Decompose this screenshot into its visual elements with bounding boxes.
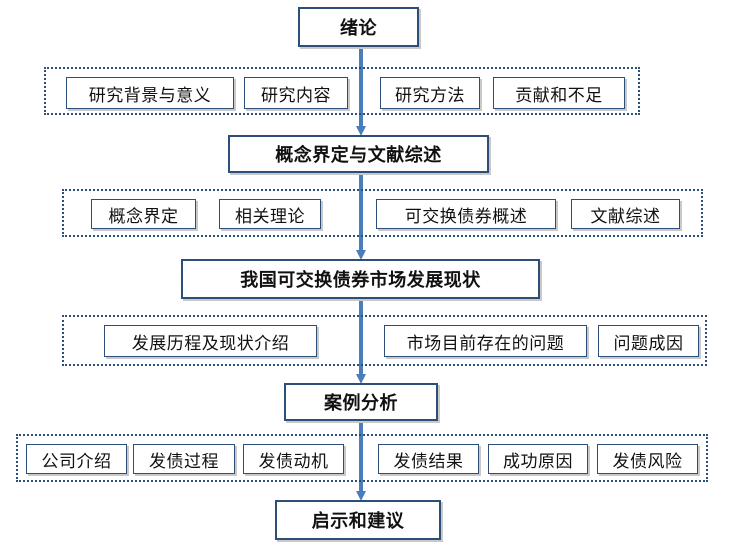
item-issuance-risks: 发债风险 [597,444,698,474]
step-concepts-literature: 概念界定与文献综述 [228,135,489,173]
item-exchangeable-bond-overview: 可交换债券概述 [376,199,556,229]
item-concept-definition: 概念界定 [91,199,196,229]
item-research-background: 研究背景与意义 [66,77,234,109]
item-issuance-process: 发债过程 [133,444,235,474]
group-1 [44,67,640,115]
step-case-analysis: 案例分析 [284,383,438,421]
group-3 [62,315,707,366]
step-intro: 绪论 [298,7,419,47]
item-market-problems: 市场目前存在的问题 [384,325,587,357]
step-suggestions: 启示和建议 [275,500,441,540]
item-research-methods: 研究方法 [380,77,480,109]
item-problem-causes: 问题成因 [598,325,699,357]
item-company-intro: 公司介绍 [26,444,127,474]
group-4 [16,434,708,482]
item-literature-review: 文献综述 [571,199,680,229]
item-success-reasons: 成功原因 [488,444,588,474]
step-market-status: 我国可交换债券市场发展现状 [181,259,540,299]
group-2 [62,189,703,237]
item-research-content: 研究内容 [244,77,348,109]
item-issuance-motivation: 发债动机 [243,444,344,474]
item-related-theory: 相关理论 [219,199,321,229]
item-history-status: 发展历程及现状介绍 [104,325,317,357]
item-contributions-limitations: 贡献和不足 [493,77,625,109]
item-issuance-result: 发债结果 [378,444,479,474]
